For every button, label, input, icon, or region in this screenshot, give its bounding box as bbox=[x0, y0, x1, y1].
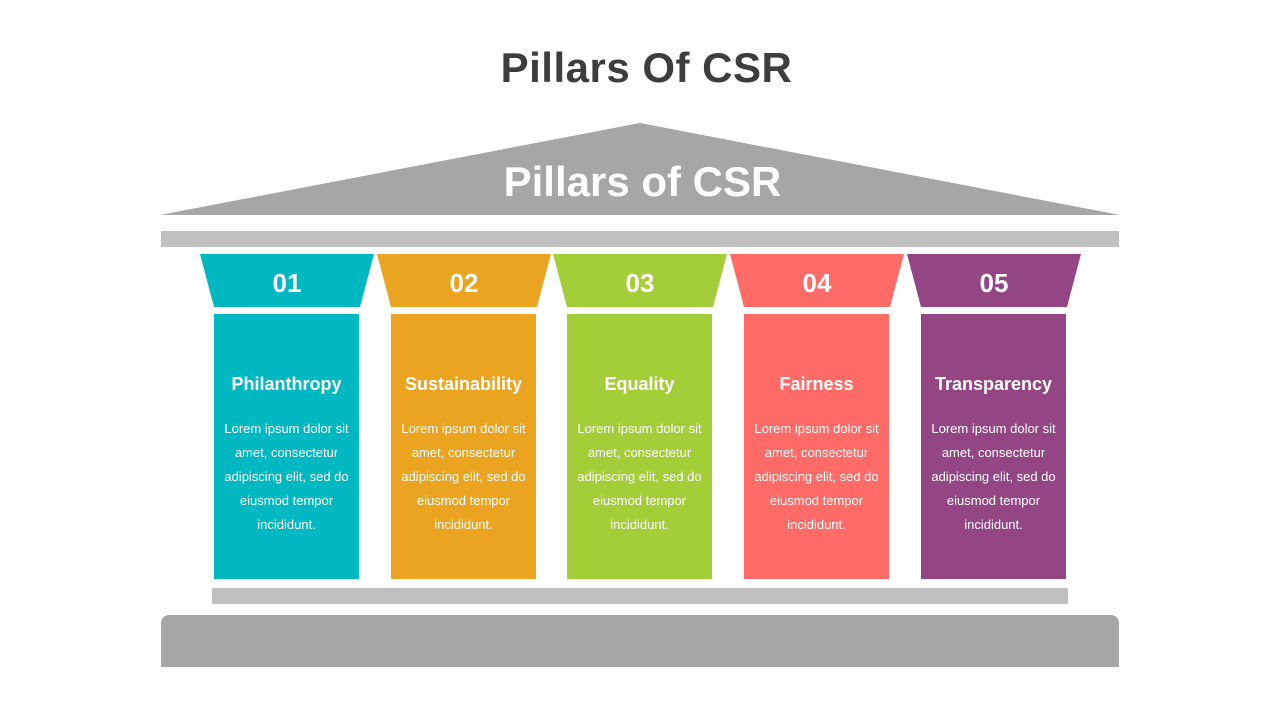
pillar-number: 04 bbox=[802, 268, 832, 298]
pillar-description: Lorem ipsum dolor sit amet, consectetur … bbox=[401, 421, 526, 532]
pillar-shaft: Fairness Lorem ipsum dolor sit amet, con… bbox=[744, 314, 889, 579]
pillar-shaft: Sustainability Lorem ipsum dolor sit ame… bbox=[391, 314, 536, 579]
pillar-number: 01 bbox=[272, 268, 302, 298]
pillar-number: 02 bbox=[449, 268, 479, 298]
pillar-title: Philanthropy bbox=[231, 374, 342, 394]
pillar-5: 05 Transparency Lorem ipsum dolor sit am… bbox=[907, 254, 1081, 580]
pillar-4: 04 Fairness Lorem ipsum dolor sit amet, … bbox=[730, 254, 904, 580]
pillar-number: 03 bbox=[625, 268, 655, 298]
roof-pediment bbox=[160, 123, 1120, 215]
pillar-capital: 01 bbox=[200, 254, 374, 307]
roof-title: Pillars of CSR bbox=[503, 158, 782, 205]
pillar-capital: 03 bbox=[553, 254, 727, 307]
pillar-number: 05 bbox=[979, 268, 1009, 298]
page-title: Pillars Of CSR bbox=[500, 44, 793, 91]
pillar-description: Lorem ipsum dolor sit amet, consectetur … bbox=[577, 421, 702, 532]
pillar-title: Equality bbox=[604, 374, 675, 394]
pillar-capital: 05 bbox=[907, 254, 1081, 307]
entablature-beam bbox=[161, 231, 1119, 247]
pillar-capital: 04 bbox=[730, 254, 904, 307]
pillar-1: 01 Philanthropy Lorem ipsum dolor sit am… bbox=[200, 254, 374, 580]
pillar-title: Sustainability bbox=[404, 374, 523, 394]
stylobate-step bbox=[212, 588, 1068, 604]
pillar-description: Lorem ipsum dolor sit amet, consectetur … bbox=[931, 421, 1056, 532]
pillar-description: Lorem ipsum dolor sit amet, consectetur … bbox=[224, 421, 349, 532]
pillar-shaft: Transparency Lorem ipsum dolor sit amet,… bbox=[921, 314, 1066, 579]
pillar-3: 03 Equality Lorem ipsum dolor sit amet, … bbox=[553, 254, 727, 580]
pillar-title: Transparency bbox=[934, 374, 1053, 394]
pillar-shaft: Philanthropy Lorem ipsum dolor sit amet,… bbox=[214, 314, 359, 579]
pillar-title: Fairness bbox=[779, 374, 854, 394]
pillar-capital: 02 bbox=[377, 254, 551, 307]
pillar-shaft: Equality Lorem ipsum dolor sit amet, con… bbox=[567, 314, 712, 579]
pillar-description: Lorem ipsum dolor sit amet, consectetur … bbox=[754, 421, 879, 532]
foundation-base bbox=[161, 615, 1119, 667]
pillar-2: 02 Sustainability Lorem ipsum dolor sit … bbox=[377, 254, 551, 580]
